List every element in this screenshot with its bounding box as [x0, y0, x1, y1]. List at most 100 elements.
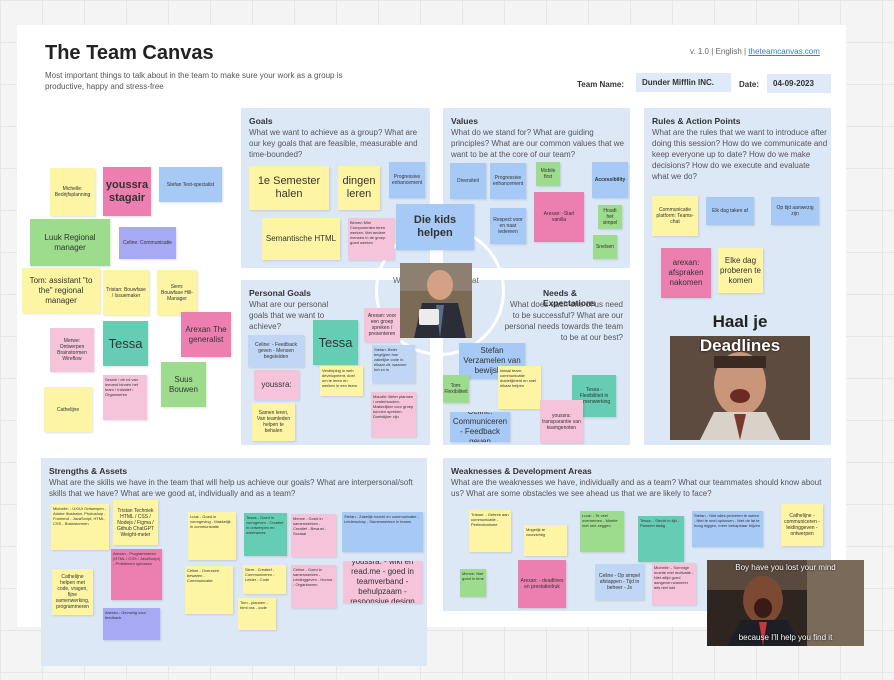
sticky-note[interactable]: Michelle: Bedrijfsplanning [50, 168, 95, 216]
sticky-note[interactable]: youssra stagair [103, 167, 151, 216]
sticky-note[interactable]: Sessie / de rol van iemand binnen het te… [103, 375, 147, 420]
sticky-note[interactable]: Houdt het simpel [598, 205, 622, 229]
sticky-note[interactable]: Elk dag taken af [706, 197, 754, 225]
sticky-note[interactable]: Michelle: - Somnige moeite met motivatie… [652, 563, 696, 605]
sticky-note[interactable]: Ideaal team: communicatie duidelijkheid … [498, 366, 541, 409]
sticky-note[interactable]: Arexan: voor een groep spreken / present… [364, 308, 400, 342]
sticky-note[interactable]: Siem - Creatief - Communiceren - Leider … [243, 565, 286, 594]
page-title: The Team Canvas [45, 42, 214, 64]
sticky-note[interactable]: Arexan - Programmeren (HTML / CSS / Java… [111, 549, 162, 600]
sticky-note[interactable]: youssra: - wiki en read.me - goed in tea… [343, 561, 422, 603]
sticky-note[interactable]: Tristan Techniek HTML / CSS / Nodejs / F… [113, 500, 158, 545]
sticky-note[interactable]: Snelsen [593, 235, 617, 259]
sticky-note[interactable]: 1e Semester halen [249, 166, 329, 210]
sticky-note[interactable]: Die kids helpen [396, 204, 474, 250]
sticky-note[interactable]: Tom: Flexibiliteit [443, 375, 469, 403]
sticky-note[interactable]: Verdieping in web development, doel om t… [320, 366, 363, 396]
sticky-note[interactable]: youssra: transparantie van teamgenoten [540, 400, 583, 443]
sticky-note[interactable]: Mogelijk te voorzichtig [524, 525, 567, 556]
sticky-note[interactable]: Stefan Test-specialist [159, 167, 222, 202]
sticky-note[interactable]: Accessibility [592, 162, 628, 198]
needs-desc: What does each one of us need to be succ… [504, 300, 623, 342]
sticky-note[interactable]: Respect voor en naar iedereen [490, 208, 526, 244]
date-label: Date: [739, 80, 760, 89]
sticky-note[interactable]: Celine - Op simpel afstappen - Tijd in b… [595, 564, 644, 600]
sticky-note[interactable]: Tristan: - Gebrek aan communicatie - Per… [469, 510, 511, 552]
weak-title: Weaknesses & Development Areas [451, 466, 592, 476]
sticky-note[interactable]: Samen leren, Van teamleden helpen te beh… [252, 403, 295, 441]
sticky-note[interactable]: Celine - Overzicht bewaren - Communicati… [185, 566, 233, 614]
personal-desc: What are our personal goals that we want… [249, 300, 329, 331]
sticky-note[interactable]: Merwe - Goed in samenwerken - Creatief -… [291, 514, 336, 557]
sticky-note[interactable]: Progressive enhancement [389, 162, 425, 198]
deadline-caption: Haal je [712, 312, 768, 331]
sticky-note[interactable]: Celine: - Feedback geven - Mensen begele… [248, 335, 304, 367]
sticky-note[interactable]: Celine - Goed in samenwerken - Leidingge… [291, 565, 336, 608]
goals-title: Goals [249, 116, 273, 126]
gif-caption-top: Boy have you lost your mind [735, 563, 836, 572]
sticky-note[interactable]: Cathelijne helpen met code, vragen, fijn… [52, 569, 93, 615]
sticky-note[interactable]: Stefan: Beter begrijpen hoe zakelijke co… [372, 345, 415, 383]
sticky-note[interactable]: Op tijd aanwezig zijn [771, 197, 819, 225]
sticky-note[interactable]: Tom - plannen - html css - code [238, 598, 276, 630]
rules-desc: What are the rules that we want to intro… [652, 128, 828, 181]
sticky-note[interactable]: arexan: afspraken nakomen [661, 248, 711, 298]
sticky-note[interactable]: Mobile first [536, 162, 560, 186]
team-name-field[interactable]: Dunder Mifflin INC. [636, 73, 731, 92]
gif-meme [707, 560, 864, 646]
sticky-note[interactable]: Michelle: - UX/UI Ontwerpen - Adobe Illu… [51, 504, 109, 550]
sticky-note[interactable]: Stefan - Zakelijk inzicht en communicati… [342, 512, 423, 552]
sticky-note[interactable]: Merwe: Ontwerpen Brainstormen Wireflow [50, 328, 94, 372]
sticky-note[interactable]: Tessa [313, 320, 358, 365]
sticky-note[interactable]: Progressive enhancement [490, 163, 526, 199]
sticky-note[interactable]: Arexan The generalist [181, 312, 231, 357]
michael-meme-photo [400, 263, 472, 338]
sticky-note[interactable]: Diversiteit [450, 163, 486, 199]
sticky-note[interactable]: Siem: Bouwfase Hill-Manager [157, 270, 197, 315]
gif-caption-bottom: because I'll help you find it [738, 633, 833, 642]
meta-separator: | [711, 47, 714, 56]
sticky-note[interactable]: Maudie: Beter plannen / onderhouden. Mak… [371, 392, 416, 437]
sticky-note[interactable]: Communicatie platform: Teams-chat [652, 196, 698, 236]
sticky-note[interactable]: Tessa [103, 321, 148, 366]
sticky-note[interactable]: Luuk Regional manager [30, 219, 110, 266]
sticky-note[interactable]: Binnen Mini Componenten leren werken. Me… [348, 218, 394, 260]
sticky-note[interactable]: Tessa: - Slecht in tijd - Plannen lastig [638, 516, 684, 562]
sticky-note[interactable]: youssra: [254, 370, 299, 400]
sticky-note[interactable]: Tom: assistant "to the" regional manager [22, 268, 100, 313]
sticky-note[interactable]: Celine: Communiceren - Feedback geven [450, 412, 510, 442]
sticky-note[interactable]: Arexan - Gevoelig voor feedback [103, 608, 160, 640]
sticky-note[interactable]: Merwe: Niet goed in time [460, 569, 486, 597]
sticky-note[interactable]: dingen leren [338, 166, 380, 210]
sticky-note[interactable]: Tessa - Goed in vormgeven - Creatief in … [244, 513, 287, 556]
date-field[interactable]: 04-09-2023 [767, 74, 831, 93]
version-label: v. 1.0 [690, 47, 709, 56]
center-text-right: at [472, 276, 479, 285]
page-subtitle: Most important things to talk about in t… [45, 71, 343, 91]
sticky-note[interactable]: Luuk: - Te veel overnemen - Moeite met n… [580, 511, 624, 552]
strengths-desc: What are the skills we have in the team … [49, 478, 413, 498]
goals-desc: What we want to achieve as a group? What… [249, 128, 418, 159]
language-link[interactable]: English [715, 47, 742, 56]
weak-desc: What are the weaknesses we have, individ… [451, 478, 822, 498]
personal-title: Personal Goals [249, 288, 311, 298]
team-name-label: Team Name: [577, 80, 624, 89]
meta-separator: | [744, 47, 747, 56]
needs-title: Needs & Expectations [543, 288, 596, 308]
strengths-title: Strengths & Assets [49, 466, 128, 476]
sticky-note[interactable]: Suus Bouwen [161, 362, 206, 407]
dwight-photo [670, 336, 810, 440]
sticky-note[interactable]: Stefan - Niet alles proberen te weten - … [692, 511, 763, 547]
sticky-note[interactable]: Luuk - Goed in vormgeving - Makkelijk in… [188, 512, 236, 560]
site-link[interactable]: theteamcanvas.com [748, 47, 820, 56]
sticky-note[interactable]: Elke dag proberen te komen [718, 248, 763, 293]
header-meta: v. 1.0 | English | theteamcanvas.com [690, 47, 820, 56]
sticky-note[interactable]: Tristan: Bouwfase / Issuemaker [103, 270, 149, 315]
sticky-note[interactable]: Celine: Communicatie [119, 227, 176, 259]
sticky-note[interactable]: Cathelijne [44, 387, 92, 432]
sticky-note[interactable]: Arexan: -Start vanilla [534, 192, 584, 242]
sticky-note[interactable]: Arexan: - deadlines en prestatiedruk [518, 560, 566, 608]
sticky-note[interactable]: Cathelijne -communiceren -leidinggeven -… [781, 504, 823, 546]
sticky-note[interactable]: Semantische HTML [262, 218, 340, 260]
values-desc: What do we stand for? What are guiding p… [451, 128, 624, 159]
